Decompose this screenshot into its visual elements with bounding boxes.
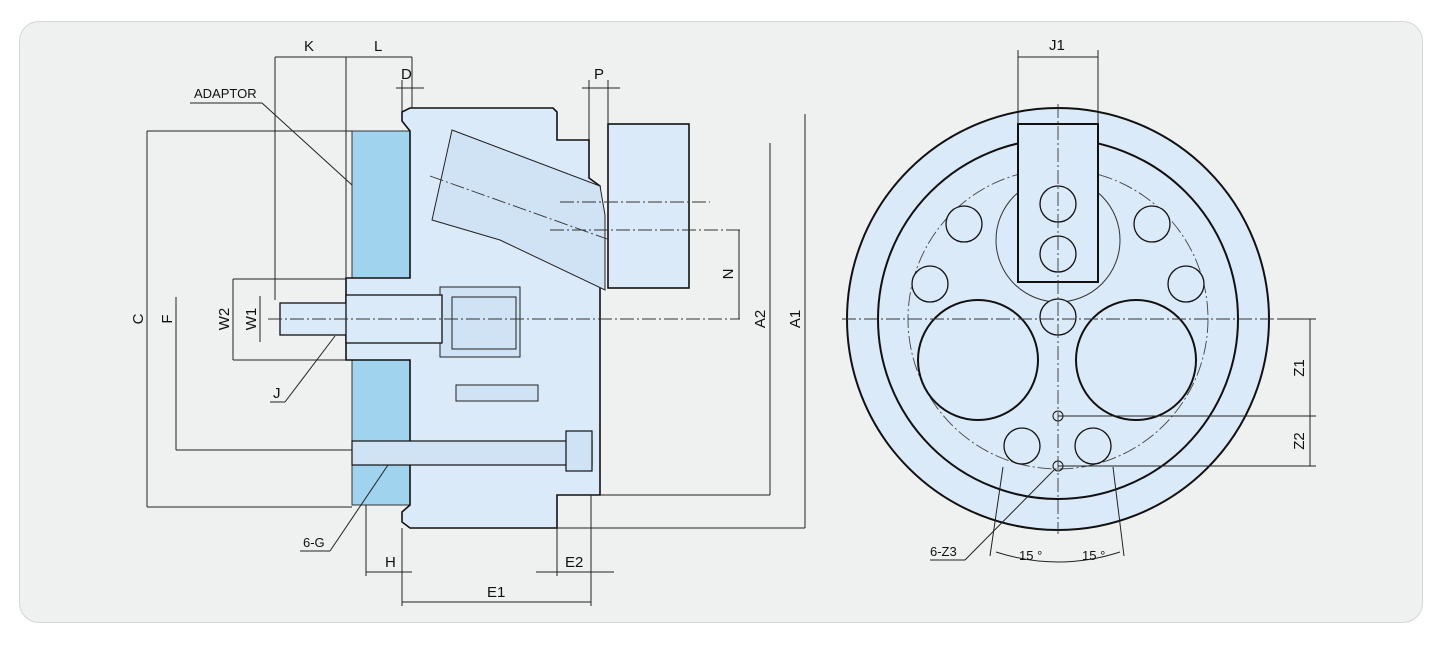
label-j: J	[273, 385, 281, 402]
label-w1: W1	[243, 308, 260, 331]
label-e2: E2	[565, 554, 583, 571]
label-a2: A2	[752, 310, 769, 328]
label-6g: 6-G	[303, 535, 325, 550]
front-view	[842, 50, 1316, 563]
piston	[439, 286, 521, 358]
wedge	[431, 129, 606, 291]
mount-bolt-5	[1003, 427, 1041, 465]
label-p: P	[594, 66, 604, 83]
piston-inner	[451, 296, 517, 350]
label-e1: E1	[487, 584, 505, 601]
mount-bolt-6	[1074, 427, 1112, 465]
set-screw	[455, 384, 539, 402]
label-z1: Z1	[1291, 359, 1308, 377]
label-d: D	[401, 66, 412, 83]
label-6z3: 6-Z3	[930, 544, 957, 559]
label-h: H	[385, 554, 396, 571]
label-z2: Z2	[1291, 432, 1308, 450]
label-a1: A1	[787, 310, 804, 328]
label-l: L	[374, 38, 382, 55]
label-j1: J1	[1049, 37, 1065, 54]
mount-bolt-2	[1133, 205, 1171, 243]
left-wedge-disc	[917, 299, 1039, 421]
label-w2: W2	[216, 308, 233, 331]
label-n: N	[720, 269, 737, 280]
label-angle-left: 15 °	[1019, 548, 1042, 563]
mount-bolt-4	[1167, 265, 1205, 303]
mount-bolt-1	[945, 205, 983, 243]
bolt-head	[565, 430, 593, 472]
label-angle-right: 15 °	[1082, 548, 1105, 563]
mount-bolt-3	[911, 265, 949, 303]
mounting-bolt	[351, 440, 593, 466]
label-f: F	[159, 314, 176, 323]
jaw	[607, 123, 690, 289]
dimension-labels: K L D P ADAPTOR J 6-G H E2 E1 J1 6-Z3 15…	[130, 37, 1308, 601]
label-c: C	[130, 313, 147, 324]
label-adaptor: ADAPTOR	[194, 86, 257, 101]
side-view	[146, 56, 806, 606]
label-k: K	[304, 38, 314, 55]
right-wedge-disc	[1075, 299, 1197, 421]
